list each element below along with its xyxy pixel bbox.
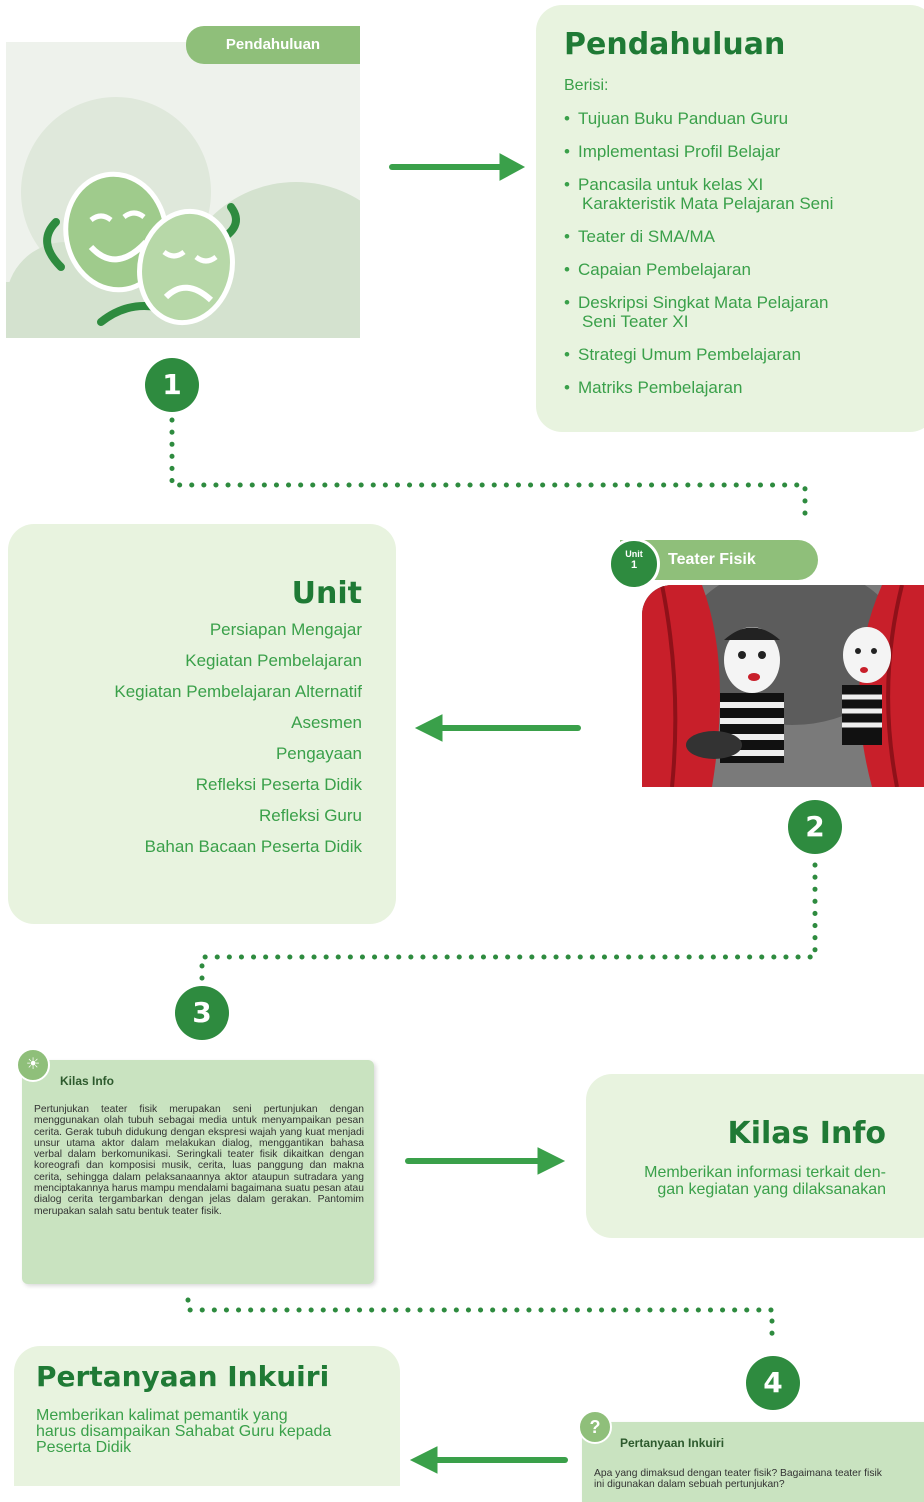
list-item: Asesmen (291, 713, 362, 732)
unit-badge-number: 1 (630, 559, 638, 571)
list-item: Matriks Pembelajaran (564, 378, 904, 397)
arrow-head-4 (409, 1446, 438, 1474)
unit-tag-label: Teater Fisik (668, 551, 756, 568)
kilas-info-panel: Kilas Info Memberikan informasi terkait … (586, 1074, 924, 1238)
lightbulb-icon: ☀ (16, 1048, 50, 1082)
kilas-info-box-text: Pertunjukan teater fisik merupakan seni … (34, 1104, 364, 1217)
list-item: Kegiatan Pembelajaran Alternatif (114, 682, 362, 701)
inkuiri-box-text: Apa yang dimaksud dengan teater fisik? B… (594, 1468, 882, 1491)
mime-illustration (642, 585, 924, 787)
list-item: Teater di SMA/MA (564, 227, 904, 246)
list-item: Kegiatan Pembelajaran (185, 651, 362, 670)
pendahuluan-panel: Pendahuluan Berisi: Tujuan Buku Panduan … (536, 5, 924, 432)
teater-fisik-image (642, 585, 924, 787)
question-icon: ? (578, 1410, 612, 1444)
unit-list: Persiapan Mengajar Kegiatan Pembelajaran… (2, 614, 362, 862)
list-item: Pengayaan (275, 744, 362, 763)
list-item: Refleksi Peserta Didik (195, 775, 362, 794)
inkuiri-title: Pertanyaan Inkuiri (36, 1360, 330, 1393)
arrow-head-3 (537, 1147, 566, 1175)
step-3-badge: 3 (175, 986, 229, 1040)
unit-badge: Unit 1 (608, 538, 660, 590)
inkuiri-box: ? Pertanyaan Inkuiri Apa yang dimaksud d… (578, 1410, 924, 1502)
unit-badge-label: Unit (625, 549, 643, 559)
list-item: Tujuan Buku Panduan Guru (564, 109, 904, 128)
list-item: Refleksi Guru (259, 806, 362, 825)
step-2-badge: 2 (788, 800, 842, 854)
list-item: Strategi Umum Pembelajaran (564, 345, 904, 364)
dotted-path-3-4 (185, 1297, 775, 1348)
pendahuluan-intro: Berisi: (564, 77, 609, 94)
pendahuluan-list: Tujuan Buku Panduan Guru Implementasi Pr… (564, 109, 904, 411)
unit-panel: Unit Persiapan Mengajar Kegiatan Pembela… (8, 524, 396, 924)
unit-title: Unit (291, 576, 362, 611)
step-1-badge: 1 (145, 358, 199, 412)
dotted-path-1-2 (169, 417, 808, 528)
pendahuluan-tag: Pendahuluan (186, 26, 360, 64)
kilas-info-title: Kilas Info (727, 1116, 886, 1151)
inkuiri-desc: Memberikan kalimat pemantik yang harus d… (36, 1407, 332, 1456)
inkuiri-box-title: Pertanyaan Inkuiri (620, 1436, 725, 1450)
kilas-info-box: ☀ Kilas Info Pertunjukan teater fisik me… (16, 1048, 374, 1284)
pendahuluan-image (6, 42, 360, 338)
list-item: Persiapan Mengajar (209, 620, 362, 639)
step-4-badge: 4 (746, 1356, 800, 1410)
dotted-path-2-3 (199, 862, 818, 988)
arrow-head-1 (499, 153, 526, 181)
list-item: Bahan Bacaan Peserta Didik (144, 837, 362, 856)
list-item: Capaian Pembelajaran (564, 260, 904, 279)
kilas-info-box-title: Kilas Info (60, 1074, 115, 1088)
list-item: Implementasi Profil Belajar (564, 142, 904, 161)
arrow-head-2 (414, 714, 443, 742)
theater-masks-illustration (6, 97, 360, 338)
inkuiri-panel: Pertanyaan Inkuiri Memberikan kalimat pe… (14, 1346, 400, 1486)
pendahuluan-title: Pendahuluan (564, 27, 786, 62)
kilas-info-desc: Memberikan informasi terkait den- gan ke… (644, 1164, 886, 1198)
